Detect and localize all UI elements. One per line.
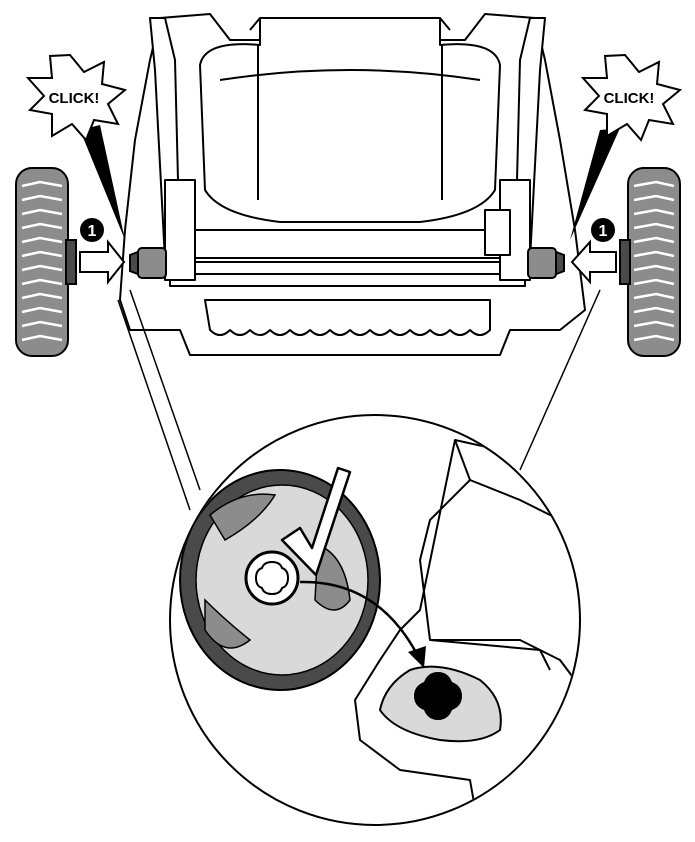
hub-spoke-window xyxy=(204,598,252,649)
grass-bag-handle xyxy=(249,17,451,31)
burst-pointer-right xyxy=(570,128,620,240)
burst-pointer-left xyxy=(80,125,125,240)
step-number-left: 1 xyxy=(88,223,97,240)
wheel-left xyxy=(15,167,77,357)
wheel-right xyxy=(619,167,681,357)
checkmark-icon xyxy=(280,466,352,577)
click-burst-left: CLICK! xyxy=(25,53,128,240)
push-arrow-icon-right xyxy=(570,239,617,285)
click-label-left: CLICK! xyxy=(49,90,100,107)
axle-end-icon xyxy=(414,672,462,720)
hub-spoke-window xyxy=(314,543,351,611)
bracket-plate-right xyxy=(484,209,511,256)
mower-body xyxy=(119,13,586,356)
axle-stub-right xyxy=(527,247,557,279)
grass-bag xyxy=(199,17,501,223)
starburst-callout-icon xyxy=(25,53,128,142)
step-marker-left: 1 xyxy=(80,218,104,242)
alignment-arrowhead-icon xyxy=(408,646,426,668)
rear-roller xyxy=(204,299,491,336)
starburst-callout-icon xyxy=(580,53,683,142)
step-circle-icon xyxy=(80,218,104,242)
axle-stubs xyxy=(129,247,565,279)
detail-magnifier xyxy=(169,414,581,826)
grass-bag-seam xyxy=(219,45,481,200)
hub-socket-icon xyxy=(254,560,290,596)
step-number-right: 1 xyxy=(599,223,608,240)
click-label-right: CLICK! xyxy=(604,90,655,107)
detail-leader-left-2 xyxy=(117,299,191,511)
alignment-arrow xyxy=(299,580,422,661)
detail-leader-right xyxy=(519,289,601,471)
step-circle-icon xyxy=(591,218,615,242)
bracket-left xyxy=(164,179,196,281)
push-arrow-icon-left xyxy=(79,239,126,285)
hub-spoke-window xyxy=(209,493,277,542)
detail-leader-left xyxy=(129,289,201,491)
axle-stub-left xyxy=(137,247,167,279)
rear-flap xyxy=(189,229,506,259)
click-burst-right: CLICK! xyxy=(570,53,683,240)
wheel-detail xyxy=(179,469,381,691)
step-marker-right: 1 xyxy=(591,218,615,242)
